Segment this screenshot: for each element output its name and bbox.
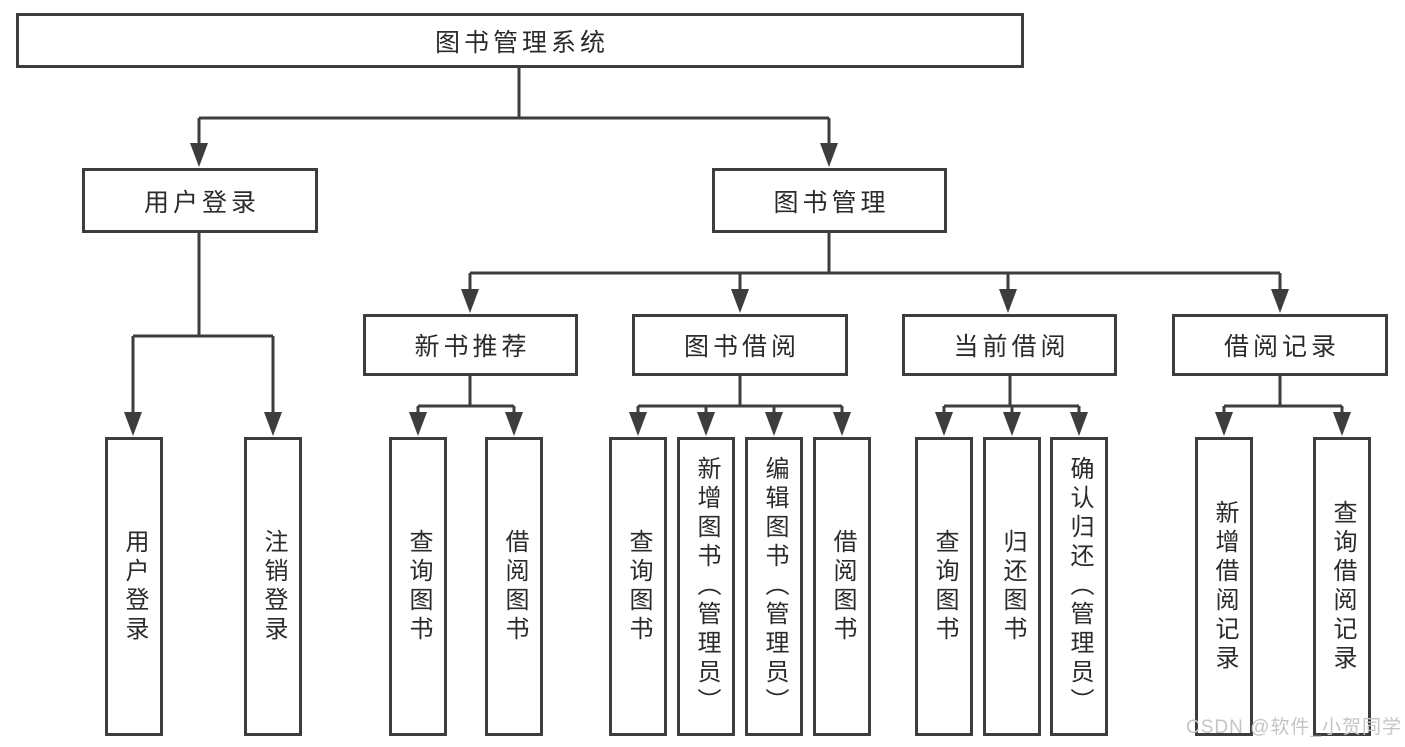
leaf-edit-book-admin-label: 编辑图书（管理员）: [761, 456, 788, 717]
leaf-query-borrow-record-label: 查询借阅记录: [1329, 499, 1356, 674]
leaf-borrow-books-borrowing: 借阅图书: [813, 437, 871, 736]
node-current-borrowing: 当前借阅: [902, 314, 1117, 376]
leaf-query-books-current: 查询图书: [915, 437, 973, 736]
arrowhead-leaf-user-login: [124, 412, 142, 436]
node-root: 图书管理系统: [16, 13, 1024, 68]
node-book-management-module: 图书管理: [712, 168, 947, 233]
node-borrow-records-label: 借阅记录: [1223, 333, 1340, 361]
arrowhead-book-borrowing: [731, 289, 749, 313]
arrowhead-borrow-records: [1271, 289, 1289, 313]
arrowhead-current-borrowing: [999, 289, 1017, 313]
arrowhead-user-login: [190, 143, 208, 167]
node-book-borrowing: 图书借阅: [632, 314, 848, 376]
leaf-query-books-recommend: 查询图书: [389, 437, 447, 736]
node-current-borrowing-label: 当前借阅: [953, 333, 1070, 361]
arrowhead-book-management: [820, 143, 838, 167]
leaf-borrow-books-borrowing-label: 借阅图书: [829, 528, 856, 645]
connector-new-book-recommend-split: [409, 376, 523, 436]
node-book-management-module-label: 图书管理: [773, 188, 890, 217]
node-root-label: 图书管理系统: [434, 28, 609, 57]
connector-borrow-records-split: [1215, 376, 1351, 436]
connector-book-borrowing-split: [629, 376, 851, 436]
leaf-user-login-label: 用户登录: [121, 528, 148, 645]
leaf-query-borrow-record: 查询借阅记录: [1313, 437, 1371, 736]
leaf-confirm-return-admin: 确认归还（管理员）: [1050, 437, 1108, 736]
leaf-return-book: 归还图书: [983, 437, 1041, 736]
arrowhead-leaf-logout: [264, 412, 282, 436]
connector-current-borrowing-split: [935, 376, 1088, 436]
leaf-logout: 注销登录: [244, 437, 302, 736]
node-user-login-module-label: 用户登录: [143, 188, 260, 217]
leaf-add-borrow-record-label: 新增借阅记录: [1211, 499, 1238, 674]
node-borrow-records: 借阅记录: [1172, 314, 1388, 376]
leaf-confirm-return-admin-label: 确认归还（管理员）: [1066, 456, 1093, 717]
leaf-borrow-books-recommend-label: 借阅图书: [501, 528, 528, 645]
leaf-add-book-admin-label: 新增图书（管理员）: [693, 456, 720, 717]
node-book-borrowing-label: 图书借阅: [683, 333, 800, 361]
leaf-logout-label: 注销登录: [260, 528, 287, 645]
leaf-add-book-admin: 新增图书（管理员）: [677, 437, 735, 736]
node-user-login-module: 用户登录: [82, 168, 318, 233]
node-new-book-recommend-label: 新书推荐: [414, 333, 531, 361]
arrowhead-new-book-recommend: [461, 289, 479, 313]
leaf-query-books-borrowing-label: 查询图书: [625, 528, 652, 645]
leaf-query-books-current-label: 查询图书: [931, 528, 958, 645]
node-new-book-recommend: 新书推荐: [363, 314, 578, 376]
leaf-query-books-borrowing: 查询图书: [609, 437, 667, 736]
leaf-borrow-books-recommend: 借阅图书: [485, 437, 543, 736]
leaf-user-login: 用户登录: [105, 437, 163, 736]
csdn-watermark: CSDN @软件_小贺同学: [1186, 717, 1402, 738]
leaf-edit-book-admin: 编辑图书（管理员）: [745, 437, 803, 736]
connector-root-split: [190, 68, 838, 167]
connector-book-management-split: [461, 232, 1289, 313]
leaf-query-books-recommend-label: 查询图书: [405, 528, 432, 645]
leaf-add-borrow-record: 新增借阅记录: [1195, 437, 1253, 736]
connector-user-login-split: [124, 232, 282, 436]
leaf-return-book-label: 归还图书: [999, 528, 1026, 645]
